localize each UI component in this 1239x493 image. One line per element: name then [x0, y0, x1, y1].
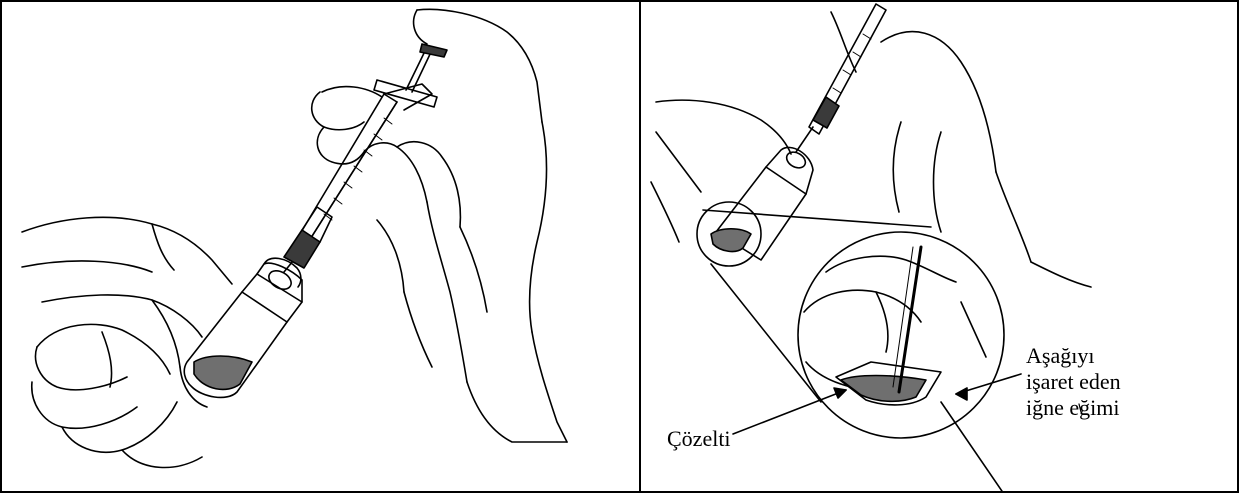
- syringe-icon: [796, 4, 886, 152]
- needle-bevel-label: Aşağıyı işaret eden iğne eğimi: [1026, 343, 1121, 421]
- magnifier-inset-icon: [798, 232, 1006, 493]
- projection-line: [703, 210, 931, 227]
- right-hand-icon: [312, 9, 567, 442]
- syringe-icon: [284, 44, 447, 272]
- solution-arrow-icon: [733, 388, 846, 434]
- needle-bevel-label-line3: iğne eğimi: [1026, 395, 1121, 421]
- left-panel: [0, 0, 641, 493]
- projection-line: [711, 264, 821, 402]
- solution-label: Çözelti: [667, 426, 731, 452]
- left-hand-icon: [22, 217, 232, 467]
- needle-bevel-label-line1: Aşağıyı: [1026, 343, 1121, 369]
- needle-bevel-label-line2: işaret eden: [1026, 369, 1121, 395]
- right-panel: Çözelti Aşağıyı işaret eden iğne eğimi: [639, 0, 1239, 493]
- bevel-arrow-icon: [956, 374, 1021, 400]
- right-illustration: [641, 2, 1239, 493]
- left-illustration: [2, 2, 641, 493]
